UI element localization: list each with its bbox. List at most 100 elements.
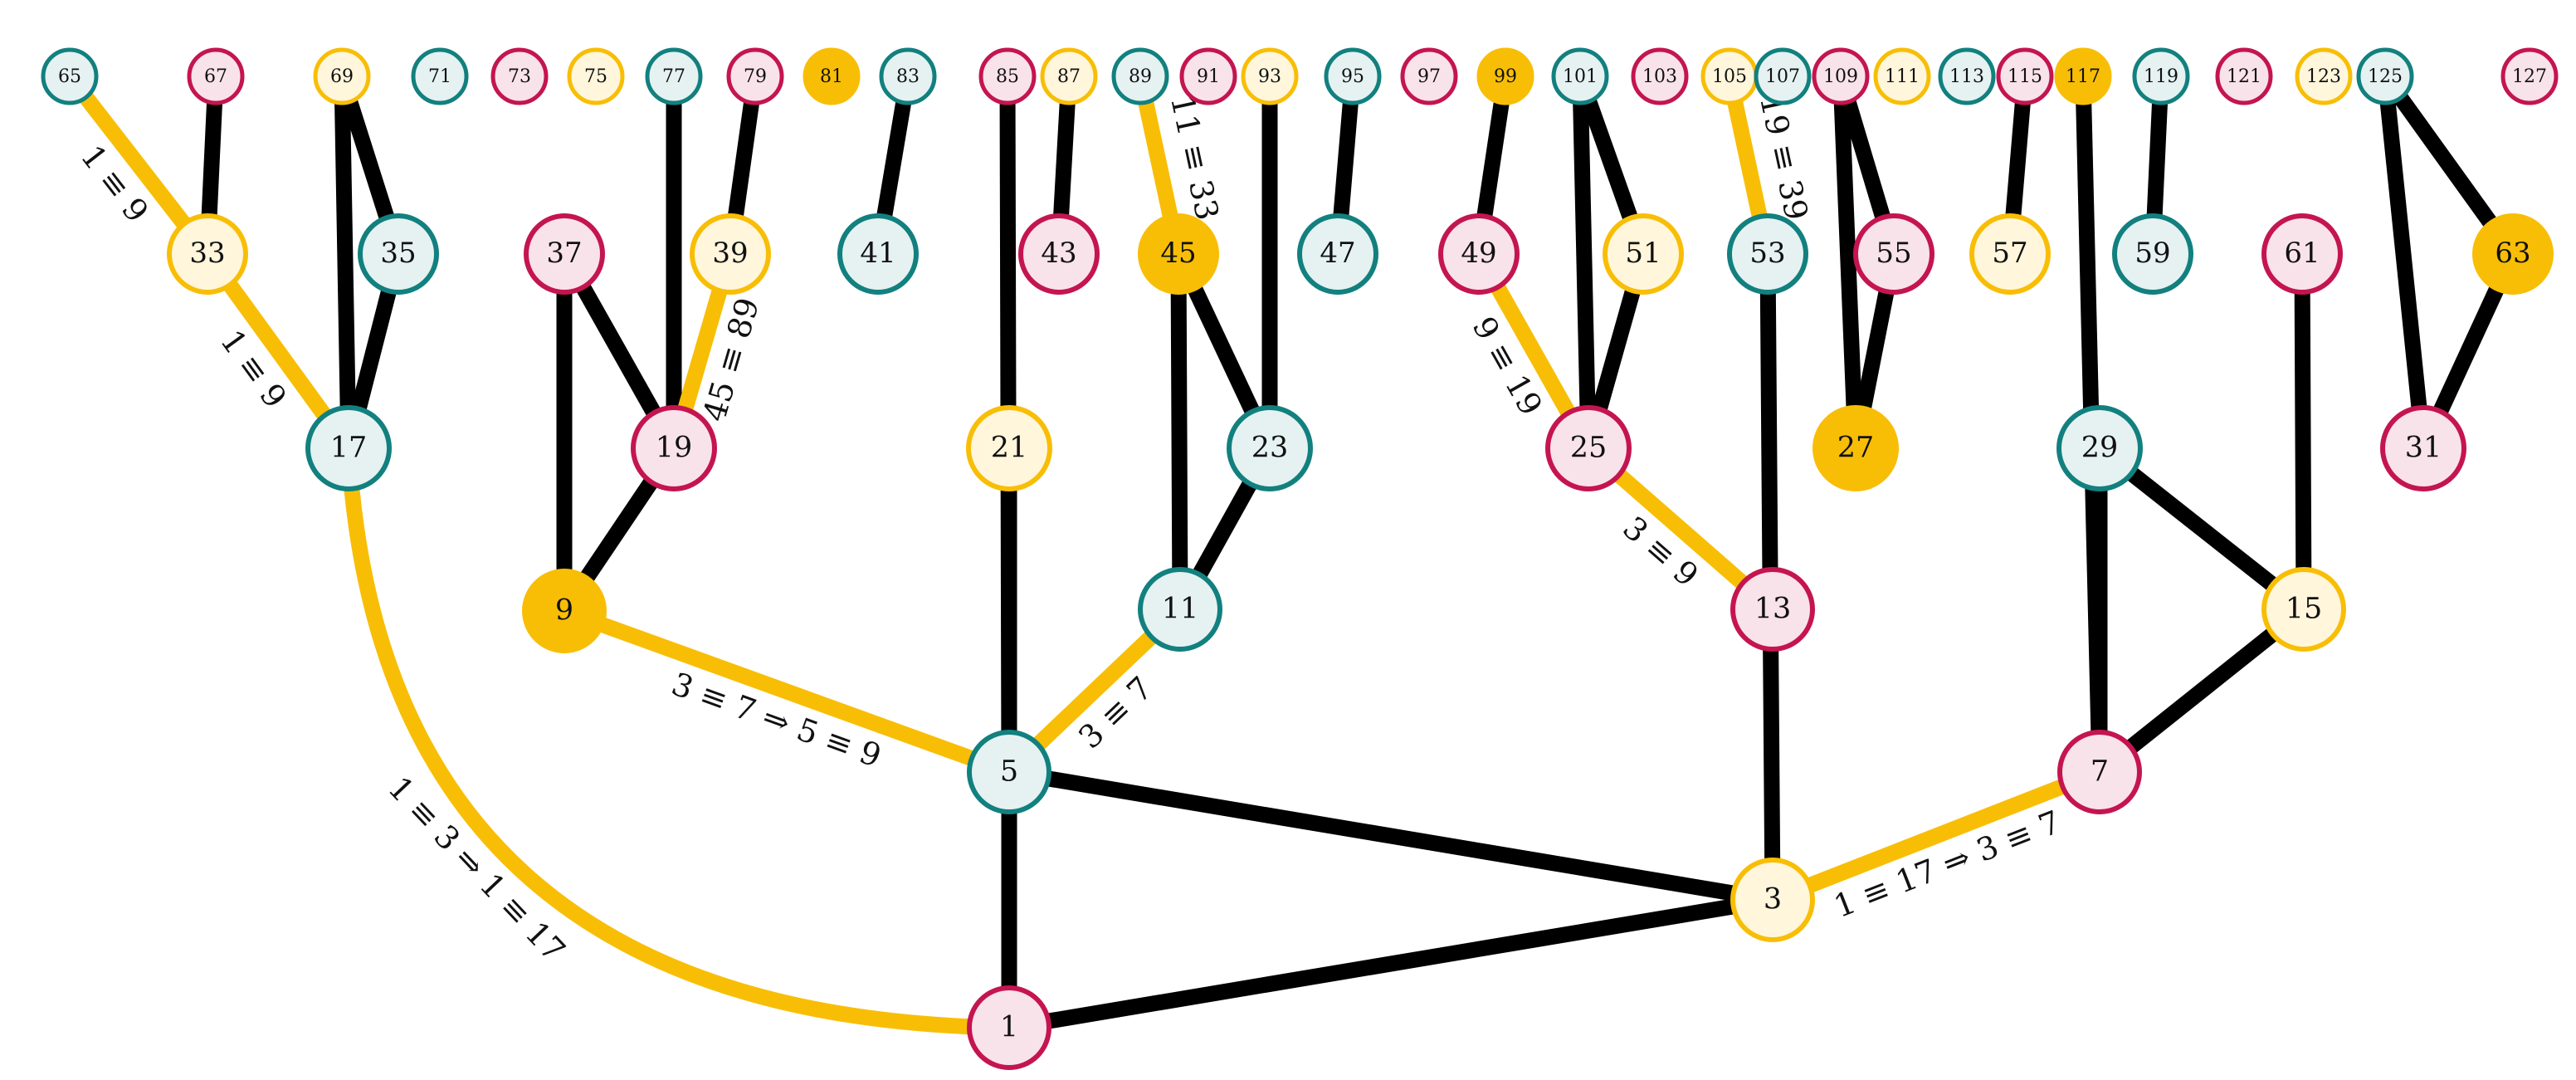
edge-1-3 <box>1001 892 1781 1036</box>
node-67: 67 <box>187 47 245 105</box>
node-label: 5 <box>1000 755 1018 789</box>
node-label: 35 <box>380 237 416 270</box>
node-circle <box>631 405 717 491</box>
edge-101-25 <box>1572 68 1597 457</box>
node-label: 101 <box>1563 66 1598 87</box>
node-circle <box>1551 47 1609 105</box>
node-label: 107 <box>1765 66 1800 87</box>
edge-45-11 <box>1170 246 1188 618</box>
node-83: 83 <box>879 47 937 105</box>
node-label: 41 <box>860 237 895 270</box>
node-label: 75 <box>584 66 607 87</box>
node-107: 107 <box>1754 47 1812 105</box>
node-13: 13 <box>1730 567 1815 652</box>
node-99: 99 <box>1476 47 1534 105</box>
node-label: 11 <box>1162 593 1199 626</box>
edge-label: 3 ≡ 9 <box>1616 510 1705 594</box>
node-circle <box>1730 858 1815 942</box>
node-label: 45 <box>1160 237 1196 270</box>
node-circle <box>1812 405 1899 491</box>
node-circle <box>2356 47 2414 105</box>
node-label: 39 <box>712 237 748 270</box>
node-23: 23 <box>1227 405 1313 491</box>
node-63: 63 <box>2472 213 2554 295</box>
node-label: 67 <box>204 66 227 87</box>
node-123: 123 <box>2295 47 2353 105</box>
node-61: 61 <box>2261 213 2343 295</box>
node-circle <box>2056 405 2143 491</box>
node-125: 125 <box>2356 47 2414 105</box>
node-circle <box>41 47 99 105</box>
node-label: 117 <box>2066 66 2100 87</box>
node-57: 57 <box>1969 213 2051 295</box>
node-35: 35 <box>358 213 439 295</box>
node-43: 43 <box>1018 213 1100 295</box>
edge-5-3 <box>1001 764 1781 908</box>
node-label: 123 <box>2306 66 2341 87</box>
node-circle <box>2472 213 2554 295</box>
node-label: 119 <box>2144 66 2178 87</box>
node-label: 3 <box>1764 883 1782 916</box>
node-117: 117 <box>2054 47 2112 105</box>
node-label: 65 <box>58 66 81 87</box>
node-circle <box>1324 47 1382 105</box>
node-circle <box>1111 47 1169 105</box>
node-label: 37 <box>546 237 582 270</box>
node-label: 15 <box>2286 593 2323 626</box>
node-87: 87 <box>1040 47 1098 105</box>
edge-9-5 <box>556 603 1017 780</box>
node-89: 89 <box>1111 47 1169 105</box>
node-circle <box>1138 567 1222 652</box>
node-103: 103 <box>1631 47 1689 105</box>
node-75: 75 <box>567 47 625 105</box>
node-circle <box>1297 213 1378 295</box>
node-49: 49 <box>1438 213 1520 295</box>
edge-15-7 <box>2091 601 2312 780</box>
node-label: 73 <box>508 66 531 87</box>
node-circle <box>2112 213 2193 295</box>
node-19: 19 <box>631 405 717 491</box>
node-label: 81 <box>820 66 843 87</box>
node-circle <box>966 405 1052 491</box>
edge-61-15 <box>2294 246 2312 618</box>
node-circle <box>1853 213 1934 295</box>
node-label: 93 <box>1258 66 1281 87</box>
node-label: 89 <box>1129 66 1152 87</box>
node-circle <box>978 47 1037 105</box>
node-circle <box>2054 47 2112 105</box>
node-label: 9 <box>555 594 573 628</box>
node-circle <box>967 985 1051 1070</box>
node-45: 45 <box>1138 213 1219 295</box>
node-label: 43 <box>1041 237 1076 270</box>
edge-29-15 <box>2091 440 2312 618</box>
node-circle <box>1730 567 1815 652</box>
node-17: 17 <box>305 405 392 491</box>
node-93: 93 <box>1241 47 1299 105</box>
node-label: 51 <box>1625 237 1661 270</box>
node-circle <box>187 47 245 105</box>
node-115: 115 <box>1996 47 2054 105</box>
node-3: 3 <box>1730 858 1815 942</box>
node-69: 69 <box>313 47 371 105</box>
node-circle <box>837 213 919 295</box>
node-label: 23 <box>1251 432 1289 465</box>
edge-125-31 <box>2377 68 2432 457</box>
node-9: 9 <box>522 569 607 653</box>
node-label: 125 <box>2368 66 2403 87</box>
node-121: 121 <box>2215 47 2273 105</box>
node-label: 121 <box>2227 66 2261 87</box>
node-label: 77 <box>662 66 685 87</box>
edge-label: 3 ≡ 7 <box>1071 670 1159 756</box>
edge-69-17 <box>334 68 357 457</box>
edge-17-1 <box>340 440 1017 1036</box>
node-73: 73 <box>490 47 549 105</box>
node-51: 51 <box>1603 213 1684 295</box>
node-circle <box>1754 47 1812 105</box>
node-label: 109 <box>1823 66 1858 87</box>
node-label: 115 <box>2008 66 2042 87</box>
node-label: 7 <box>2091 755 2109 789</box>
node-circle <box>411 47 469 105</box>
node-label: 31 <box>2405 432 2442 465</box>
